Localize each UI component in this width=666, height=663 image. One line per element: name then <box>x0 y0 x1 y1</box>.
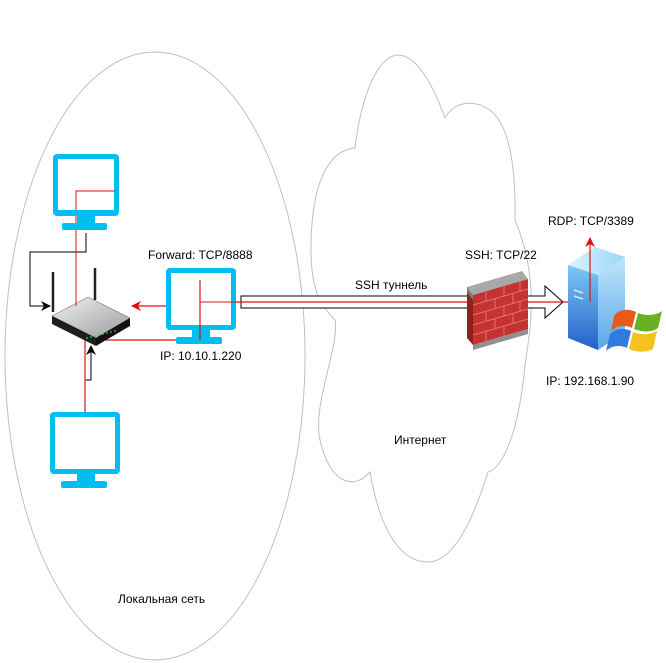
pc-top-monitor-icon[interactable] <box>53 154 119 230</box>
pc-bottom-monitor-icon[interactable] <box>50 412 120 488</box>
windows-logo-icon <box>606 309 662 352</box>
firewall-icon[interactable] <box>467 271 529 350</box>
internet-cloud <box>310 54 532 563</box>
server-ip-label: IP: 192.168.1.90 <box>546 374 635 388</box>
router-icon[interactable] <box>51 268 131 346</box>
client-ip-label: IP: 10.10.1.220 <box>160 349 242 363</box>
client-pc-monitor-icon[interactable] <box>166 268 236 344</box>
link-pc-bottom-router <box>86 345 96 381</box>
ssh-tunnel-label: SSH туннель <box>355 278 428 292</box>
local-network-region <box>4 51 306 661</box>
ssh-port-label: SSH: TCP/22 <box>465 248 537 262</box>
forward-port-label: Forward: TCP/8888 <box>148 248 253 262</box>
link-pc-top-router <box>29 233 87 311</box>
ssh-tunnel-arrow <box>236 284 590 320</box>
internet-label: Интернет <box>394 433 447 447</box>
rdp-port-label: RDP: TCP/3389 <box>548 214 634 228</box>
local-network-label: Локальная сеть <box>118 592 206 606</box>
